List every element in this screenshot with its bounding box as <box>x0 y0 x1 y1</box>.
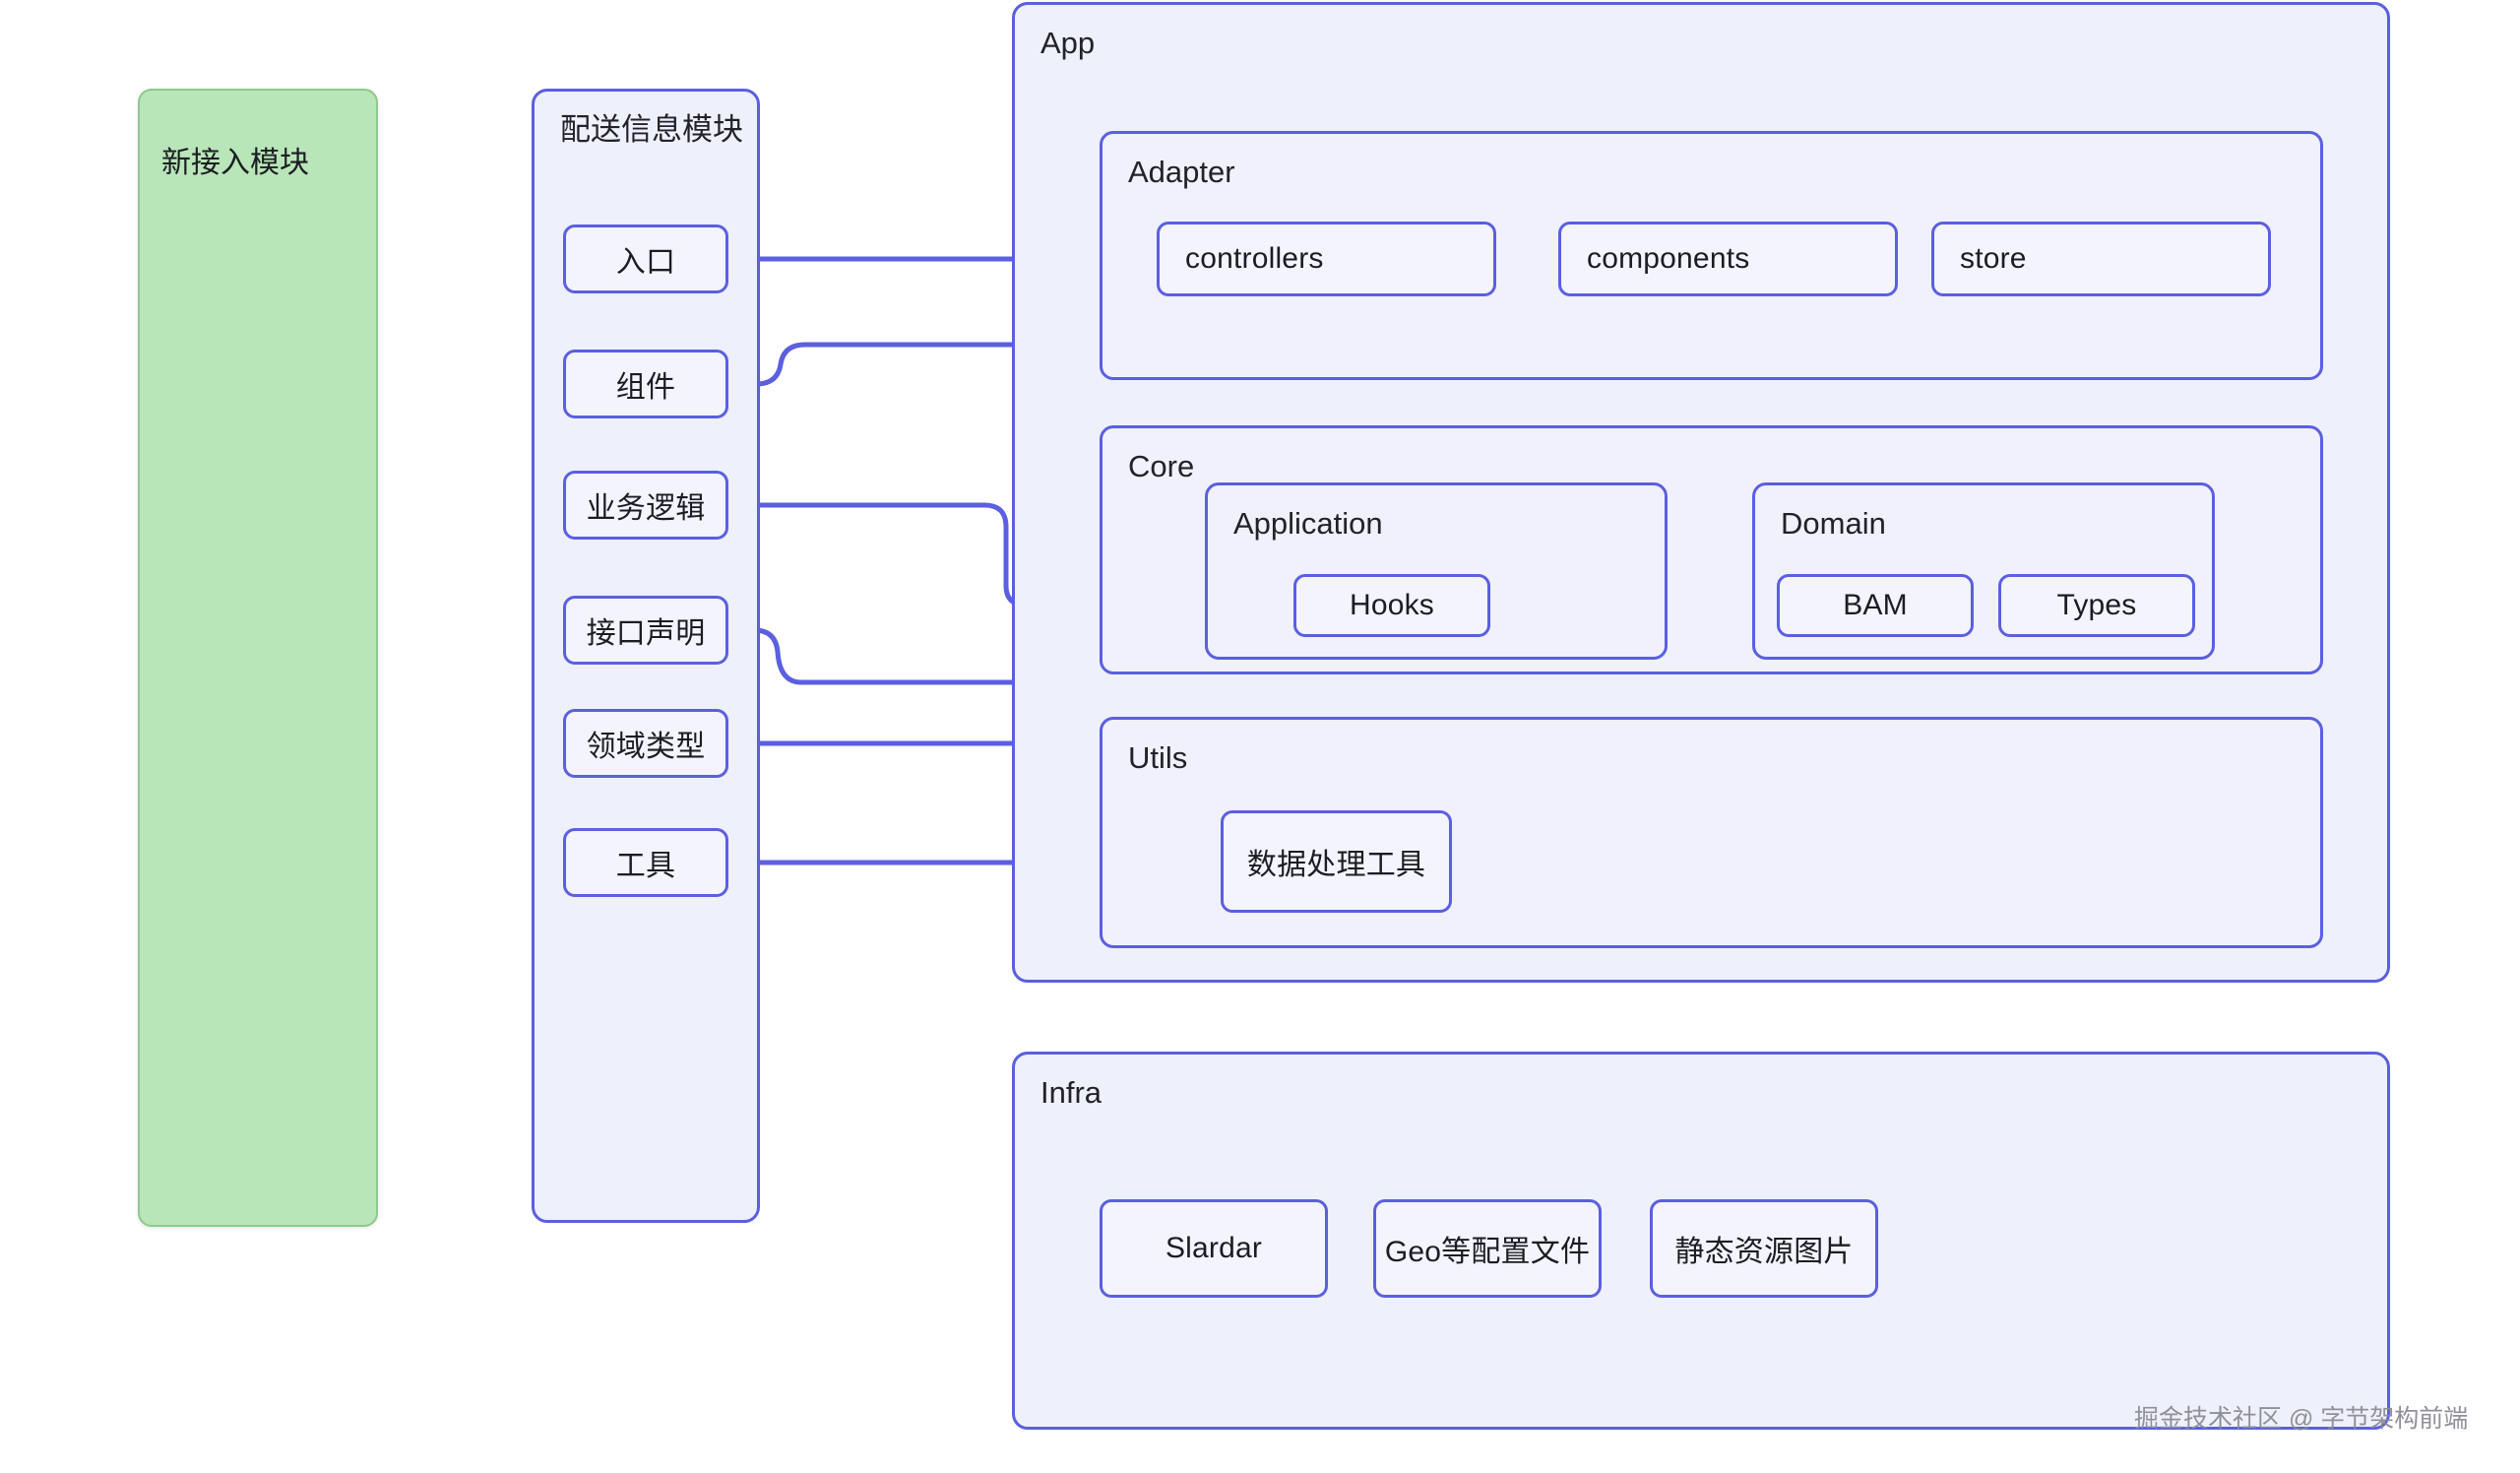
app-label: App <box>1040 26 1096 60</box>
core-label: Core <box>1128 449 1195 483</box>
adapter-label: Adapter <box>1128 155 1235 189</box>
adapter-item-store-label: store <box>1960 242 2027 275</box>
adapter-item-components[interactable]: components <box>1558 222 1898 296</box>
domain-item-types-label: Types <box>2056 589 2137 621</box>
new-module-panel[interactable]: 新接入模块 <box>138 89 378 1227</box>
application-item-hooks[interactable]: Hooks <box>1293 574 1490 637</box>
infra-item-geo-config-label: Geo等配置文件 <box>1384 1236 1591 1268</box>
domain-item-bam[interactable]: BAM <box>1777 574 1974 637</box>
delivery-module-label: 配送信息模块 <box>560 112 743 147</box>
infra-item-geo-config[interactable]: Geo等配置文件 <box>1373 1199 1602 1298</box>
infra-item-slardar[interactable]: Slardar <box>1100 1199 1328 1298</box>
domain-item-types[interactable]: Types <box>1998 574 2195 637</box>
delivery-item-entry[interactable]: 入口 <box>563 224 728 293</box>
delivery-item-interface-decl-label: 接口声明 <box>586 617 706 650</box>
infra-label: Infra <box>1040 1075 1102 1110</box>
application-label: Application <box>1233 506 1383 541</box>
delivery-item-business-logic[interactable]: 业务逻辑 <box>563 471 728 540</box>
adapter-item-controllers-label: controllers <box>1185 242 1324 275</box>
infra-item-static-assets-label: 静态资源图片 <box>1674 1236 1854 1268</box>
utils-item-data-tool[interactable]: 数据处理工具 <box>1221 810 1452 913</box>
delivery-item-entry-label: 入口 <box>615 246 676 279</box>
domain-label: Domain <box>1781 506 1886 541</box>
infra-item-slardar-label: Slardar <box>1165 1232 1263 1264</box>
delivery-item-domain-type[interactable]: 领域类型 <box>563 709 728 778</box>
delivery-item-domain-type-label: 领域类型 <box>586 731 706 763</box>
adapter-item-controllers[interactable]: controllers <box>1157 222 1496 296</box>
application-item-hooks-label: Hooks <box>1349 589 1435 621</box>
utils-item-data-tool-label: 数据处理工具 <box>1246 849 1426 881</box>
delivery-item-component-label: 组件 <box>615 371 676 404</box>
delivery-item-component[interactable]: 组件 <box>563 350 728 418</box>
utils-label: Utils <box>1128 740 1188 775</box>
delivery-item-interface-decl[interactable]: 接口声明 <box>563 596 728 665</box>
domain-item-bam-label: BAM <box>1843 589 1908 621</box>
delivery-item-tools-label: 工具 <box>615 850 676 882</box>
new-module-label: 新接入模块 <box>161 147 309 179</box>
infra-item-static-assets[interactable]: 静态资源图片 <box>1650 1199 1878 1298</box>
delivery-item-tools[interactable]: 工具 <box>563 828 728 897</box>
adapter-item-components-label: components <box>1587 242 1750 275</box>
watermark-text: 掘金技术社区 @ 字节架构前端 <box>2134 1405 2469 1433</box>
adapter-item-store[interactable]: store <box>1931 222 2271 296</box>
delivery-item-business-logic-label: 业务逻辑 <box>586 492 706 525</box>
